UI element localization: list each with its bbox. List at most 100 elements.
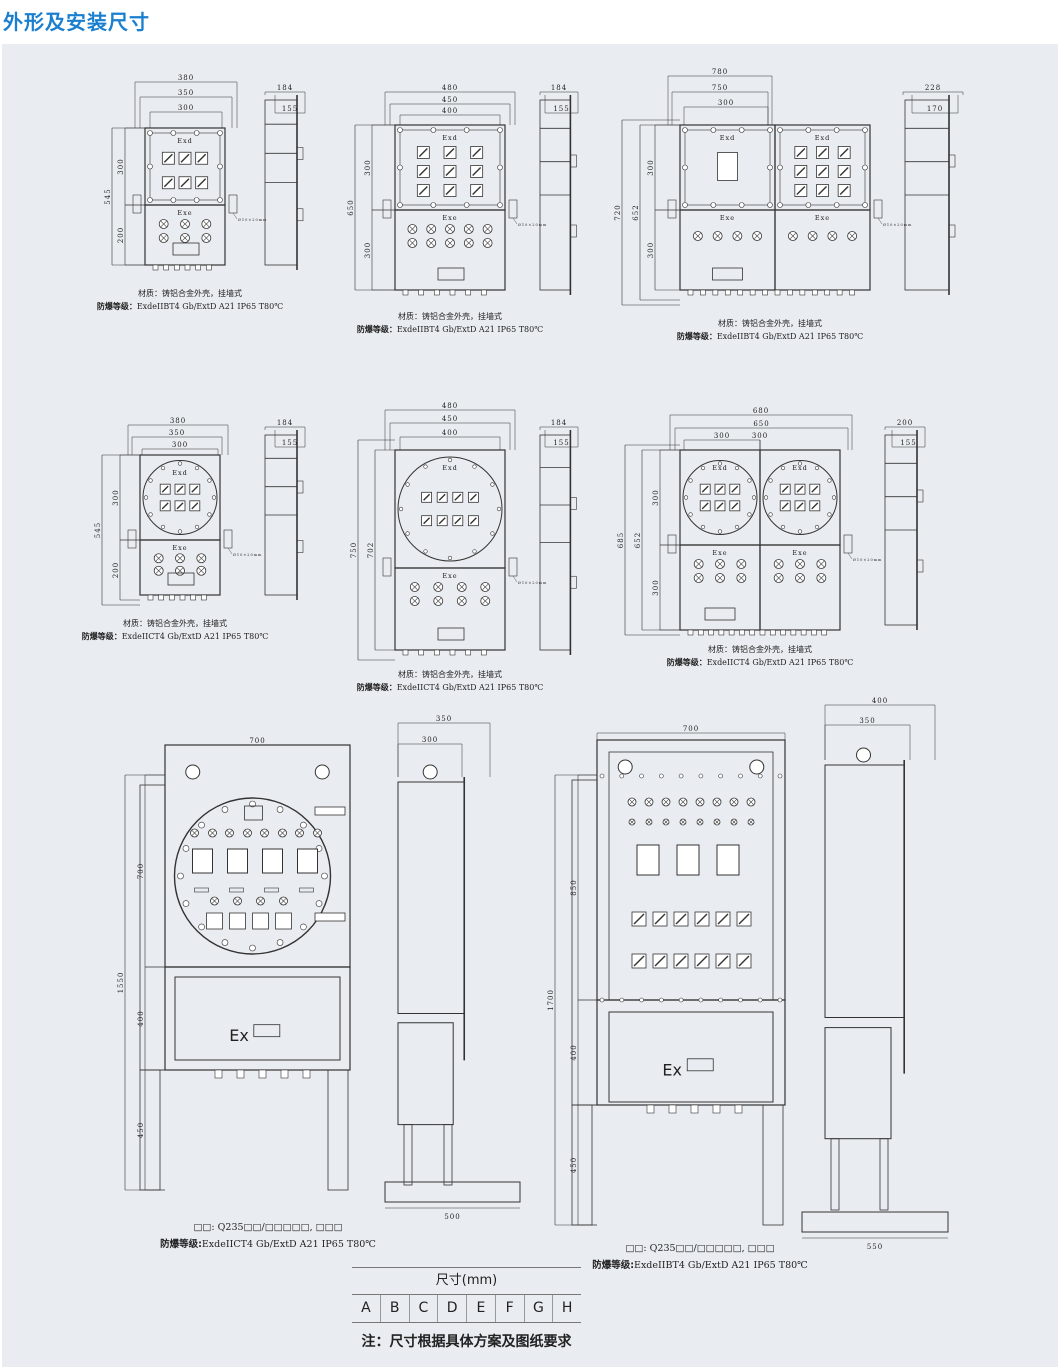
- switch-icon: [416, 165, 430, 178]
- cable-gland: [712, 289, 719, 296]
- dimension-label: 545: [94, 522, 102, 538]
- bolt-icon: [698, 997, 704, 1003]
- side-gland: [948, 154, 956, 168]
- indicator-lamp-icon: [313, 828, 322, 838]
- cable-gland: [402, 289, 409, 296]
- cable-gland: [734, 1104, 743, 1114]
- bolt-icon: [700, 524, 706, 530]
- rating-value: ExdeIICT4 Gb/ExtD A21 IP65 T80℃: [396, 683, 544, 692]
- bolt-icon: [599, 997, 605, 1003]
- side-gland: [570, 575, 577, 589]
- slot-size-label: Ø10×20mm: [883, 222, 912, 227]
- dimension-label: 400: [442, 107, 458, 115]
- switch-icon: [816, 165, 829, 178]
- bolt-icon: [430, 127, 437, 133]
- selector-switch-icon: [206, 912, 223, 930]
- switch-icon: [174, 483, 186, 495]
- dimension-label: 300: [647, 159, 655, 175]
- material-caption: □□: Q235□□/□□□□□, □□□: [193, 1222, 343, 1233]
- mounting-slot: [132, 194, 142, 214]
- switch-icon: [178, 151, 192, 165]
- bolt-icon: [490, 482, 495, 487]
- nameplate: [167, 572, 195, 586]
- bolt-icon: [797, 529, 803, 534]
- dimension-label: 400: [872, 697, 888, 705]
- exd-label: Exd: [442, 134, 458, 142]
- breaker-icon: [716, 844, 740, 876]
- dimension-label: 650: [753, 420, 769, 428]
- indicator-lamp-icon: [678, 797, 688, 807]
- cable-gland: [195, 264, 201, 271]
- switch-icon: [699, 500, 711, 512]
- switch-icon: [443, 184, 457, 197]
- indicator-lamp-icon: [201, 233, 212, 243]
- indicator-lamp-icon: [661, 797, 671, 807]
- indicator-lamp-icon: [196, 565, 207, 576]
- mounting-slot: [508, 557, 518, 577]
- rating-label: 防爆等级：: [676, 332, 717, 341]
- dimension-label: 652: [634, 532, 642, 548]
- exe-label: Exe: [720, 214, 735, 222]
- protection-rating-caption: 防爆等级：ExdeIICT4 Gb/ExtD A21 IP65 T80℃: [667, 657, 854, 668]
- bolt-icon: [148, 512, 153, 517]
- rating-value: ExdeIICT4 Gb/ExtD A21 IP65 T80℃: [121, 632, 269, 641]
- protection-rating-caption: 防爆等级：ExdeIIBT4 Gb/ExtD A21 IP65 T80℃: [677, 331, 863, 342]
- indicator-lamp-icon: [729, 797, 739, 807]
- cable-gland: [481, 649, 487, 656]
- cable-gland: [434, 289, 440, 296]
- dimension-label: 350: [436, 715, 452, 723]
- indicator-lamp-icon: [482, 224, 493, 234]
- bolt-icon: [777, 164, 783, 171]
- dimension-label: 200: [897, 419, 913, 427]
- indicator-lamp-icon: [407, 224, 418, 234]
- bolt-icon: [682, 127, 688, 133]
- cable-gland: [302, 1069, 311, 1079]
- bolt-icon: [321, 872, 328, 880]
- material-caption: □□: Q235□□/□□□□□, □□□: [625, 1243, 775, 1254]
- cable-gland: [174, 264, 180, 271]
- dimension-label: 400: [442, 429, 458, 437]
- indicator-lamp-icon: [480, 596, 491, 606]
- indicator-lamp-icon: [816, 559, 827, 569]
- dimension-label: 680: [753, 407, 769, 415]
- switch-icon: [161, 151, 175, 165]
- bolt-icon: [211, 495, 217, 500]
- bolt-icon: [182, 845, 190, 852]
- dimension-label: 545: [104, 188, 112, 204]
- indicator-lamp-icon: [260, 828, 269, 838]
- nameplate: [172, 242, 200, 256]
- dimension-label: 228: [925, 84, 941, 92]
- dimension-label: 480: [442, 84, 458, 92]
- indicator-lamp-icon: [407, 238, 418, 248]
- dimension-label: 500: [444, 1213, 460, 1221]
- bolt-icon: [194, 524, 200, 530]
- switch-icon: [195, 176, 209, 190]
- dimension-label: 155: [282, 105, 298, 113]
- mounting-slot: [873, 199, 883, 219]
- indicator-lamp-icon: [795, 559, 805, 569]
- cable-gland: [811, 629, 817, 636]
- column-d: D: [437, 1295, 466, 1322]
- cable-gland: [258, 1069, 267, 1079]
- label-plate: [299, 887, 314, 893]
- bolt-icon: [599, 773, 605, 779]
- cable-gland: [179, 594, 186, 601]
- cable-gland: [739, 629, 745, 636]
- dimension-label: 300: [172, 441, 188, 449]
- cable-gland: [465, 649, 471, 656]
- side-leg: [443, 1124, 453, 1186]
- exe-chamber: [759, 544, 841, 631]
- side-gland: [570, 497, 577, 510]
- lifting-eye-icon: [185, 764, 201, 780]
- indicator-lamp-icon: [692, 231, 703, 241]
- indicator-lamp-icon: [644, 797, 654, 807]
- dimension-label: 200: [112, 562, 120, 578]
- cable-gland: [449, 289, 456, 296]
- indicator-lamp-icon: [795, 573, 805, 583]
- bolt-icon: [198, 821, 205, 829]
- column-f: F: [494, 1295, 524, 1322]
- side-gland: [570, 224, 577, 238]
- column-b: B: [379, 1295, 409, 1322]
- column-g: G: [523, 1295, 553, 1322]
